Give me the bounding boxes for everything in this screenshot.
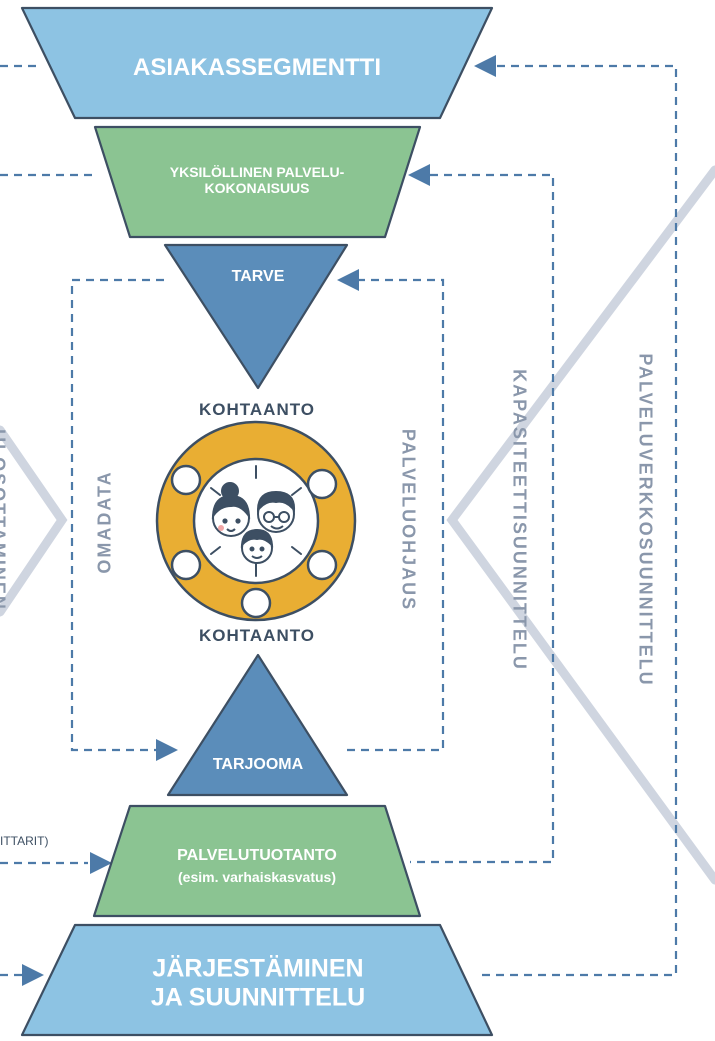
label-cut-left-row: ITTARIT) <box>0 834 49 848</box>
level-jarjestaminen <box>20 923 494 1037</box>
arrow-into-palvelutuotanto <box>90 852 112 874</box>
arrow-into-tarjooma <box>156 739 178 761</box>
bottom-funnel <box>20 653 494 1037</box>
label-kapasiteetti: KAPASITEETTISUUNNITTELU <box>509 369 530 671</box>
label-cut-left-vertical: ULOSOTTAMINEN <box>0 429 9 611</box>
loop-kapasiteetti <box>410 173 555 864</box>
label-jarjestaminen: JÄRJESTÄMINEN JA SUUNNITTELU <box>150 954 366 1011</box>
level-tarve <box>163 243 349 390</box>
arrow-into-asiakassegmentti <box>474 55 496 77</box>
loop-palveluverkko <box>478 64 678 977</box>
dashed-loops <box>0 64 678 977</box>
label-omadata: OMADATA <box>94 470 115 574</box>
label-palvelutuotanto: PALVELUTUOTANTO <box>177 846 337 864</box>
label-palveluohjaus: PALVELUOHJAUS <box>398 428 419 612</box>
table-tick-marks <box>210 465 302 577</box>
level-palvelutuotanto <box>92 804 422 918</box>
label-palveluverkko: PALVELUVERKKOSUUNNITTELU <box>635 353 656 687</box>
level-asiakassegmentti <box>20 6 494 120</box>
family-faces-icon <box>211 482 296 564</box>
loop-omadata <box>70 278 164 752</box>
arrow-into-jarjestaminen <box>22 964 44 986</box>
level-yksilollinen <box>93 125 422 239</box>
kohtaanto-ring <box>155 420 357 622</box>
loop-palveluohjaus <box>345 278 445 752</box>
label-yksilollinen: YKSILÖLLINEN PALVELU- KOKONAISUUS <box>169 163 345 196</box>
label-kohtaanto-top: KOHTAANTO <box>198 400 316 420</box>
arrow-into-tarve <box>337 269 359 291</box>
arrow-into-yksilollinen <box>408 164 430 186</box>
level-tarjooma <box>166 653 349 797</box>
label-kohtaanto-bottom: KOHTAANTO <box>198 626 316 646</box>
label-asiakassegmentti: ASIAKASSEGMENTTI <box>132 54 382 82</box>
background-cross-lines <box>0 165 715 885</box>
seat-circles <box>170 464 338 619</box>
arrowheads <box>22 55 496 986</box>
label-tarjooma: TARJOOMA <box>212 755 304 773</box>
label-palvelutuotanto-sub: (esim. varhaiskasvatus) <box>178 868 336 885</box>
top-funnel <box>20 6 494 390</box>
label-tarve: TARVE <box>231 267 285 285</box>
